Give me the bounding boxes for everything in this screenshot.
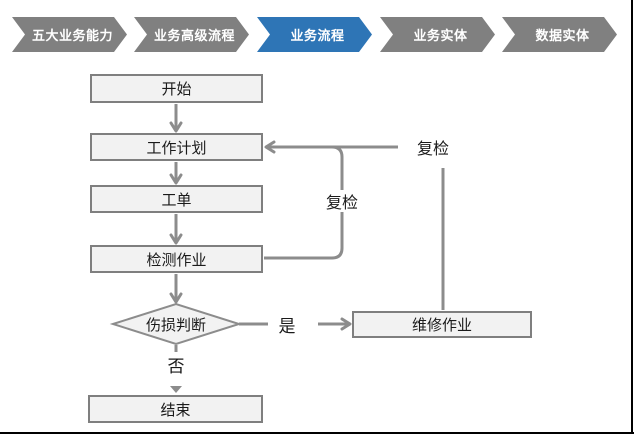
- edge-label-recheck-repair: 复检: [412, 136, 454, 158]
- page-right-rule: [631, 0, 633, 434]
- edge-label-text: 否: [167, 357, 185, 376]
- breadcrumb-item-label: 业务流程: [290, 28, 345, 43]
- flow-node-label: 开始: [161, 81, 192, 98]
- flow-node-damage-decision: 伤损判断: [113, 304, 239, 344]
- flow-node-label: 工单: [161, 191, 192, 209]
- flow-node-label: 维修作业: [411, 317, 472, 334]
- flow-node-inspection: 检测作业: [90, 245, 263, 273]
- flow-node-end: 结束: [88, 395, 263, 423]
- flow-node-work-order: 工单: [90, 185, 263, 213]
- breadcrumb-item-business-process-active[interactable]: 业务流程: [257, 17, 372, 52]
- edge-recheck-from-inspection: [264, 145, 344, 260]
- page-bottom-rule: [0, 432, 634, 434]
- breadcrumb-item-high-level-process[interactable]: 业务高级流程: [134, 17, 249, 52]
- flow-node-label: 工作计划: [146, 139, 207, 157]
- breadcrumb-item-data-entity[interactable]: 数据实体: [502, 17, 617, 52]
- edge-no-arrowhead: [170, 386, 182, 393]
- flow-node-work-plan: 工作计划: [90, 133, 263, 161]
- breadcrumb-item-business-entity[interactable]: 业务实体: [380, 17, 495, 52]
- flow-node-start: 开始: [90, 74, 263, 103]
- flow-node-label: 伤损判断: [145, 316, 206, 334]
- edge-label-no: 否: [164, 352, 188, 377]
- breadcrumb-item-label: 业务实体: [413, 28, 468, 43]
- flow-node-label: 结束: [160, 401, 191, 419]
- decision-diamond-shape: [109, 302, 243, 346]
- edge-label-text: 复检: [325, 195, 358, 212]
- breadcrumb-item-label: 业务高级流程: [153, 28, 235, 43]
- edge-label-yes: 是: [275, 312, 299, 336]
- edge-label-text: 是: [278, 316, 296, 336]
- breadcrumb-item-label: 五大业务能力: [31, 28, 113, 43]
- edge-label-text: 复检: [416, 141, 449, 158]
- breadcrumb-item-five-capabilities[interactable]: 五大业务能力: [12, 17, 127, 52]
- flow-node-repair: 维修作业: [352, 311, 532, 338]
- breadcrumb-item-label: 数据实体: [535, 28, 590, 43]
- edge-label-recheck-inspection: 复检: [321, 190, 363, 212]
- flow-node-label: 检测作业: [146, 251, 207, 269]
